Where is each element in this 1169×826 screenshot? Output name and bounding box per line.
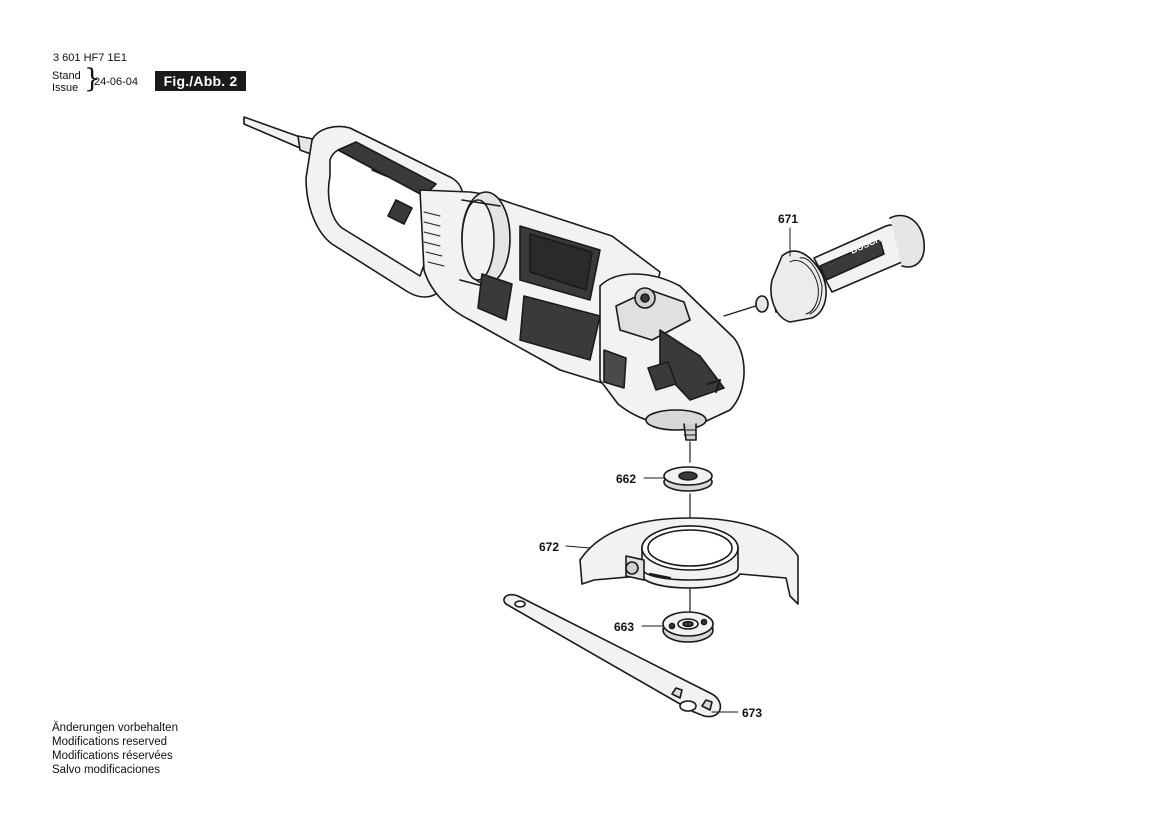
issue-date: 24-06-04 [94, 76, 139, 88]
brace-symbol: } [84, 64, 101, 94]
callout-672: 672 [539, 540, 560, 554]
notice-line-es: Salvo modificaciones [52, 764, 161, 776]
callout-leader-lines [565, 227, 791, 713]
power-cable [243, 116, 319, 157]
gear-head [599, 273, 745, 441]
callout-671: 671 [778, 212, 799, 226]
notice-line-de: Änderungen vorbehalten [52, 722, 178, 734]
two-pin-spanner-673 [503, 593, 722, 718]
issue-label: Issue [52, 82, 79, 94]
notice-line-fr: Modifications réservées [52, 750, 173, 762]
auxiliary-handle-671: BOSCH [755, 214, 925, 323]
callout-663: 663 [614, 620, 635, 634]
notice-line-en: Modifications reserved [52, 736, 168, 748]
modifications-notice: Änderungen vorbehalten Modifications res… [52, 721, 178, 777]
figure-tag: Fig./Abb. 2 [155, 71, 246, 91]
stand-label: Stand [52, 70, 81, 82]
stand-issue-labels: Stand Issue [52, 70, 81, 94]
document-number: 3 601 HF7 1E1 [53, 52, 127, 64]
clamping-nut-663 [662, 611, 714, 643]
callout-662: 662 [616, 472, 637, 486]
callout-673: 673 [742, 706, 763, 720]
mounting-flange-662 [663, 466, 713, 492]
protection-guard-672 [579, 517, 799, 605]
